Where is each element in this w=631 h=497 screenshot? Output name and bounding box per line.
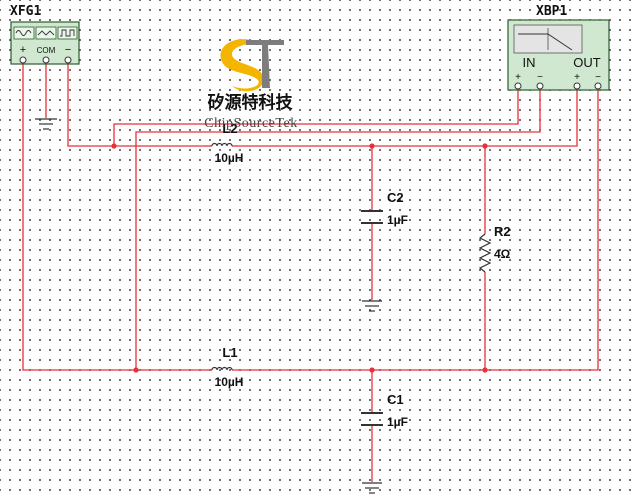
junction-dot <box>369 367 375 373</box>
capacitor-c1-value: 1µF <box>387 415 408 429</box>
capacitor-c2-value: 1µF <box>387 213 408 227</box>
capacitor-c2[interactable]: C2 1µF <box>361 190 408 227</box>
xfg-terminal-plus[interactable] <box>19 56 27 64</box>
wires <box>22 60 599 482</box>
bode-out-label: OUT <box>573 55 601 70</box>
inductor-l1-value: 10µH <box>215 375 244 389</box>
logo-t-icon <box>246 40 284 88</box>
ground-symbol-xfg <box>35 118 57 130</box>
triangle-wave-icon <box>37 30 55 36</box>
junction-dot <box>482 143 488 149</box>
inductor-l2-value: 10µH <box>215 151 244 165</box>
logo-swoosh-icon <box>220 39 264 92</box>
wire-xfg-minus[interactable] <box>67 60 205 147</box>
bode-terminal-in-minus[interactable] <box>536 82 544 90</box>
inductor-l2-ref: L2 <box>222 121 237 136</box>
bode-in-minus-label: − <box>537 72 543 83</box>
resistor-r2-ref: R2 <box>494 224 511 239</box>
inductor-l1-ref: L1 <box>222 345 237 360</box>
function-generator-xfg1[interactable]: XFG1 + COM − <box>10 4 80 65</box>
bode-out-plus-label: + <box>574 72 580 83</box>
inductor-l2-coil <box>211 142 233 147</box>
junctions <box>111 143 488 373</box>
triangle-wave-button[interactable] <box>35 26 57 40</box>
bode-in-label: IN <box>523 55 536 70</box>
bode-out-minus-label: − <box>595 72 601 83</box>
capacitor-c2-ref: C2 <box>387 190 404 205</box>
bode-in-plus-label: + <box>515 72 521 83</box>
inductor-l1[interactable]: L1 10µH <box>211 345 244 389</box>
ground-symbol-c2 <box>362 300 382 312</box>
bode-terminal-in-plus[interactable] <box>514 82 522 90</box>
capacitor-c1-ref: C1 <box>387 392 404 407</box>
inductor-l1-coil <box>211 366 233 371</box>
junction-dot <box>482 367 488 373</box>
junction-dot <box>369 143 375 149</box>
ground-symbol-c1 <box>362 482 382 494</box>
bode-terminal-out-minus[interactable] <box>594 82 602 90</box>
inductor-l2[interactable]: L2 10µH <box>211 121 244 165</box>
chipsourcetek-logo: 矽源特科技 ChipSourceTek <box>204 39 297 131</box>
xfg-terminal-com[interactable] <box>42 56 50 64</box>
junction-dot <box>133 367 139 373</box>
resistor-r2[interactable]: R2 4Ω <box>478 224 511 273</box>
wire-bottom-rail[interactable] <box>250 86 599 371</box>
bode-plotter-title: XBP1 <box>536 4 567 19</box>
sine-wave-button[interactable] <box>13 26 35 40</box>
xfg-terminal-plus-label: + <box>20 44 26 56</box>
bode-terminal-out-plus[interactable] <box>573 82 581 90</box>
xfg-terminal-minus[interactable] <box>64 56 72 64</box>
function-generator-title: XFG1 <box>10 4 41 19</box>
resistor-r2-zigzag <box>478 233 492 273</box>
capacitor-c1[interactable]: C1 1µF <box>361 392 408 429</box>
bode-plotter-xbp1[interactable]: XBP1 IN OUT + − + − <box>507 4 610 91</box>
wire-top-rail[interactable] <box>238 86 578 147</box>
wire-xfg-plus[interactable] <box>22 60 205 371</box>
xfg-terminal-com-label: COM <box>37 46 56 55</box>
wire-in-minus[interactable] <box>135 86 541 370</box>
logo-english-text: ChipSourceTek <box>204 116 297 131</box>
logo-chinese-text: 矽源特科技 <box>208 92 294 113</box>
wire-in-plus[interactable] <box>113 86 519 146</box>
xfg-terminal-minus-label: − <box>65 44 71 56</box>
resistor-r2-value: 4Ω <box>494 247 511 261</box>
junction-dot <box>111 143 117 149</box>
sine-wave-icon <box>15 30 32 36</box>
square-wave-icon <box>60 29 75 37</box>
